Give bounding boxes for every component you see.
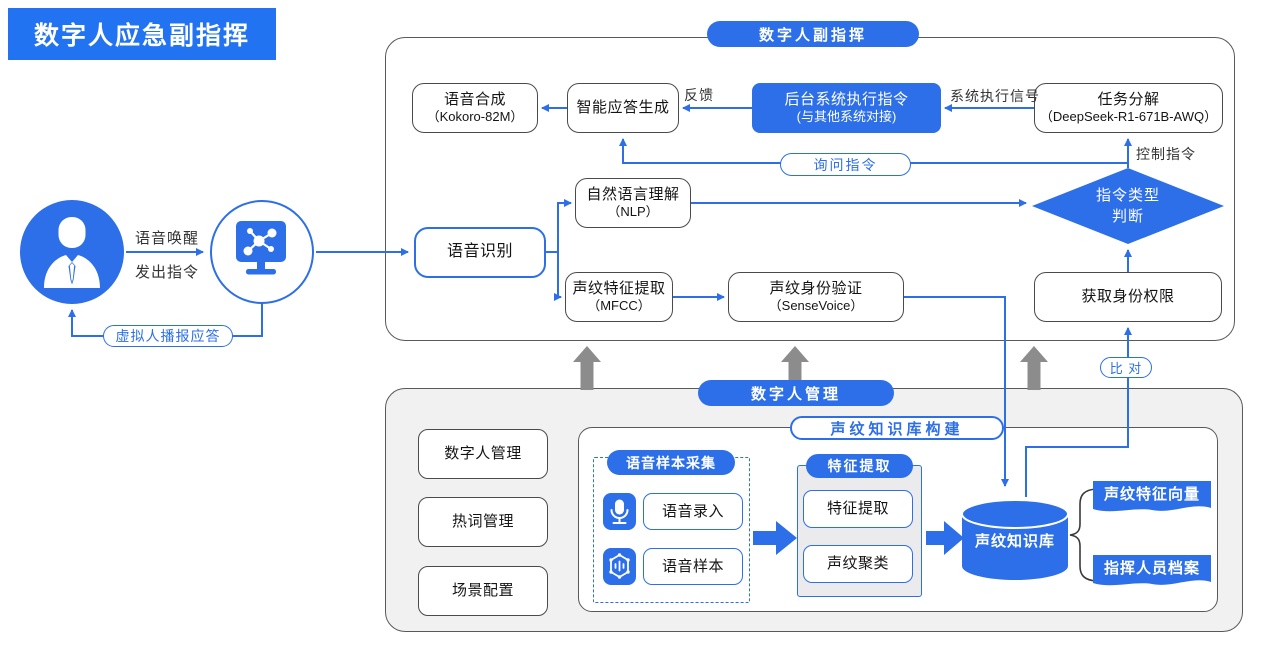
ribbon-shape: [1093, 555, 1211, 586]
wake-label: 语音唤醒: [134, 230, 199, 247]
person-icon: [44, 217, 100, 288]
collect-item-label: 语音样本: [661, 557, 724, 575]
flag-label: 声纹特征向量: [1103, 486, 1200, 503]
compare-pill: 比 对: [1100, 357, 1152, 378]
node-tts: 语音合成 （Kokoro-82M）: [412, 83, 538, 133]
node-tts-line2: （Kokoro-82M）: [426, 109, 524, 125]
feature-extract-title: 特征提取: [806, 454, 913, 478]
menu-item-label: 热词管理: [451, 513, 514, 531]
node-task-line1: 任务分解: [1097, 90, 1160, 108]
flag-voiceprint-vector: 声纹特征向量: [1093, 481, 1211, 519]
menu-item-label: 场景配置: [451, 582, 514, 600]
database-label: 声纹知识库: [974, 533, 1055, 550]
commander-avatar: [20, 200, 124, 304]
node-task-decompose: 任务分解 （DeepSeek-R1-671B-AWQ）: [1034, 83, 1223, 133]
collect-item-voice-record: 语音录入: [643, 493, 743, 530]
node-asr: 语音识别: [414, 227, 546, 278]
node-backend-exec: 后台系统执行指令 (与其他系统对接): [752, 83, 941, 133]
hexagon-waveform-icon: [603, 548, 636, 585]
gray-up-arrow: [573, 346, 601, 390]
node-identity-permission: 获取身份权限: [1034, 272, 1222, 322]
feature-item-label: 声纹聚类: [826, 555, 889, 573]
menu-item-hotword: 热词管理: [418, 497, 548, 547]
edge-label-control: 控制指令: [1136, 146, 1196, 162]
knowledge-build-title: 声纹知识库构建: [790, 416, 1004, 440]
node-nlp-line2: （NLP）: [607, 204, 659, 220]
node-identity-label: 获取身份权限: [1081, 288, 1175, 306]
network-terminal-icon: [236, 221, 286, 275]
feature-item-extract: 特征提取: [803, 490, 913, 528]
page-title: 数字人应急副指挥: [8, 8, 276, 60]
node-answer-gen: 智能应答生成: [567, 83, 679, 133]
node-nlp-line1: 自然语言理解: [586, 185, 680, 203]
command-label: 发出指令: [134, 264, 199, 281]
terminal-avatar: [210, 200, 314, 304]
query-command-pill: 询问指令: [780, 153, 911, 176]
collect-item-label: 语音录入: [661, 502, 724, 520]
edge-label-feedback: 反馈: [684, 87, 714, 103]
node-verify-line2: （SenseVoice）: [768, 298, 864, 314]
ribbon-shape: [1093, 481, 1211, 512]
menu-item-digital-human: 数字人管理: [418, 429, 548, 479]
flag-label: 指挥人员档案: [1103, 560, 1200, 577]
node-backend-line2: (与其他系统对接): [796, 109, 897, 125]
menu-item-label: 数字人管理: [444, 445, 522, 463]
node-mfcc-line2: （MFCC）: [587, 298, 651, 314]
menu-item-scene: 场景配置: [418, 566, 548, 616]
node-verify-line1: 声纹身份验证: [769, 279, 863, 297]
reply-pill: 虚拟人播报应答: [103, 325, 233, 347]
gray-up-arrow: [1020, 346, 1048, 390]
flag-commander-archive: 指挥人员档案: [1093, 555, 1211, 593]
node-mfcc: 声纹特征提取 （MFCC）: [565, 272, 673, 322]
node-asr-label: 语音识别: [446, 243, 513, 261]
collect-item-voice-sample: 语音样本: [643, 548, 743, 585]
node-voice-verify: 声纹身份验证 （SenseVoice）: [728, 272, 904, 322]
node-tts-line1: 语音合成: [443, 90, 506, 108]
decision-line2: 判断: [1111, 208, 1144, 225]
manage-section-title: 数字人管理: [698, 380, 894, 406]
node-backend-line1: 后台系统执行指令: [784, 90, 909, 108]
decision-line1: 指令类型: [1095, 187, 1160, 204]
microphone-icon: [603, 493, 636, 530]
feature-item-label: 特征提取: [826, 500, 889, 518]
node-answer-gen-label: 智能应答生成: [576, 99, 670, 117]
sample-collect-title: 语音样本采集: [607, 450, 735, 475]
command-section-title: 数字人副指挥: [707, 21, 919, 47]
node-mfcc-line1: 声纹特征提取: [572, 279, 666, 297]
feature-item-cluster: 声纹聚类: [803, 545, 913, 583]
edge-label-exec-signal: 系统执行信号: [950, 88, 1040, 104]
node-nlp: 自然语言理解 （NLP）: [575, 178, 691, 228]
node-task-line2: （DeepSeek-R1-671B-AWQ）: [1039, 109, 1218, 125]
